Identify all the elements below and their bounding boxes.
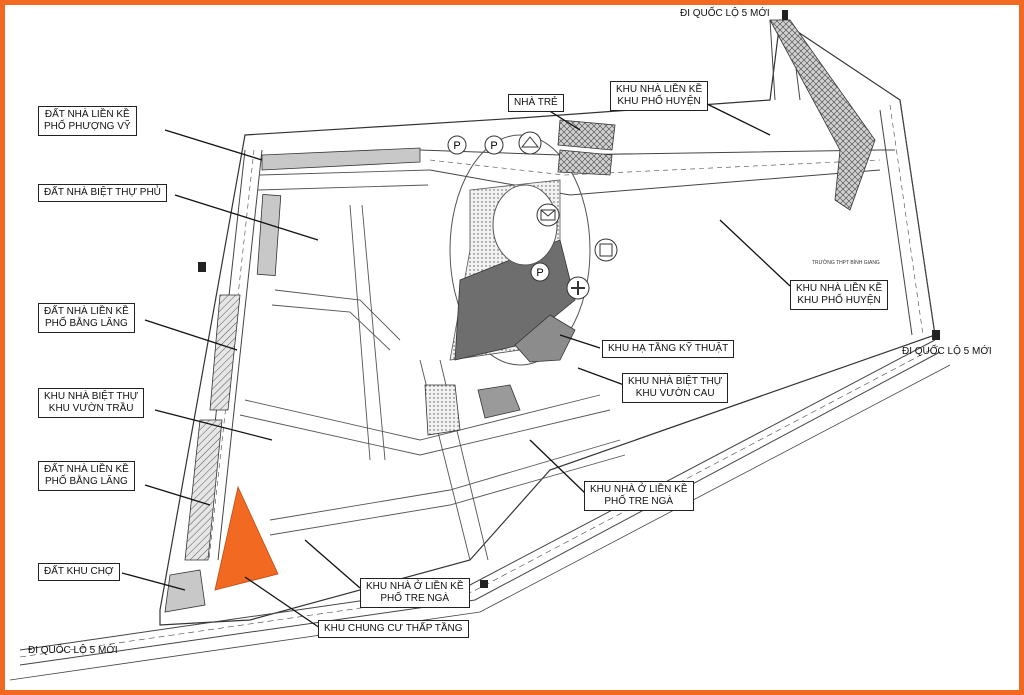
lot-phuong-vy [261,147,421,171]
label-khu-cho: ĐẤT KHU CHỢ [38,563,120,581]
svg-text:P: P [536,267,543,279]
lot-bang-lang-1 [209,294,241,411]
lot-khu-cho [164,569,206,613]
label-ha-tang: KHU HẠ TẦNG KỸ THUẬT [602,340,735,358]
arrow-icon-south [480,580,488,588]
lot-pho-huyen-1 [769,19,876,211]
label-chung-cu: KHU CHUNG CƯ THẤP TẦNG [318,620,469,638]
lot-ha-tang [514,314,576,363]
parking-icon-1: P [447,135,467,155]
internal-streets [239,169,626,561]
road-label-east: ĐI QUỐC LỘ 5 MỚI [902,346,992,357]
lot-vuon-cau [424,384,521,436]
lot-biet-thu-phu [256,194,282,276]
svg-text:P: P [453,140,460,152]
arrow-icon-west [198,262,206,272]
road-label-north: ĐI QUỐC LỘ 5 MỚI [680,8,770,19]
svg-text:P: P [490,140,497,152]
lot-bang-lang-2 [184,419,223,561]
parking-icon-3: P [530,262,550,282]
arrow-icon-north [782,10,788,20]
label-biet-thu-phu: ĐẤT NHÀ BIỆT THỰ PHỦ [38,184,167,202]
parking-icon-2: P [484,135,504,155]
lot-nha-tre [557,119,616,176]
school-label: TRƯỜNG THPT BÌNH GIANG [812,260,880,266]
label-nha-tre: NHÀ TRẺ [508,94,564,112]
leader-lines [121,102,791,629]
road-east [879,99,936,336]
arrow-icon-east [932,330,940,340]
highway-bottom [9,339,951,681]
building-icon [594,238,618,262]
mail-icon [536,203,560,227]
lot-chung-cu-highlight [214,485,279,591]
hospital-icon [566,276,590,300]
school-icon [518,131,542,155]
road-label-southwest: ĐI QUỐC LỘ 5 MỚI [28,645,118,656]
